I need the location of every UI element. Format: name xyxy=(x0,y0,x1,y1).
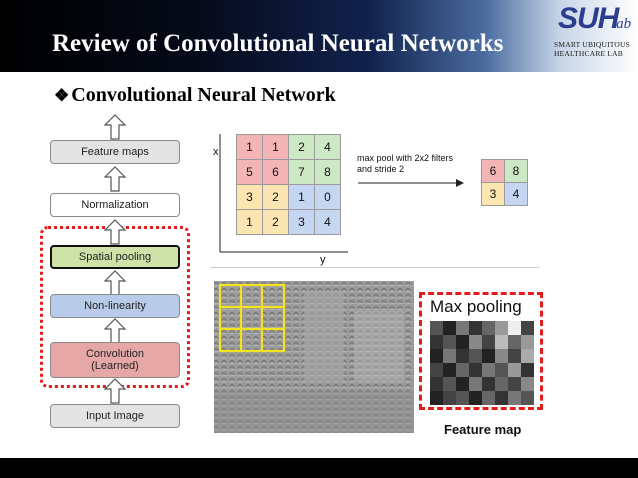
diamond-bullet-icon: ❖ xyxy=(54,86,70,105)
stage-label: Convolution (Learned) xyxy=(85,348,145,372)
matrix-cell: 3 xyxy=(288,209,315,235)
stage-label: Non-linearity xyxy=(84,300,146,312)
matrix-cell: 4 xyxy=(504,182,528,206)
matrix-cell: 8 xyxy=(504,159,528,183)
footer-bar xyxy=(0,458,638,478)
x-axis-label: x xyxy=(213,146,219,158)
axes-lines xyxy=(219,134,348,253)
matrix-cell: 1 xyxy=(288,184,315,210)
logo-line-1: SMART UBIQUITOUS xyxy=(554,40,631,49)
y-axis-label: y xyxy=(320,254,326,266)
stage-label: Normalization xyxy=(81,199,149,211)
up-arrow-icon xyxy=(103,378,127,404)
section-heading: ❖Convolutional Neural Network xyxy=(54,84,336,107)
matrix-cell: 7 xyxy=(288,159,315,185)
stage-input-image: Input Image xyxy=(50,404,180,428)
matrix-cell: 2 xyxy=(262,184,289,210)
matrix-cell: 3 xyxy=(481,182,505,206)
input-feature-image xyxy=(214,281,414,433)
stage-normalization: Normalization xyxy=(50,193,180,217)
section-heading-text: Convolutional Neural Network xyxy=(71,84,336,106)
up-arrow-icon xyxy=(103,166,127,192)
feature-map-caption: Feature map xyxy=(444,422,522,437)
matrix-cell: 0 xyxy=(314,184,341,210)
right-arrow-icon xyxy=(358,179,464,187)
stage-label: Input Image xyxy=(85,410,145,422)
stage-convolution: Convolution (Learned) xyxy=(50,342,180,378)
max-pooling-panel: Max pooling xyxy=(419,292,543,410)
lab-logo: SUH lab SMART UBIQUITOUS HEALTHCARE LAB xyxy=(552,2,636,66)
matrix-cell: 1 xyxy=(236,134,263,160)
stage-spatial-pooling: Spatial pooling xyxy=(50,245,180,269)
up-arrow-icon xyxy=(103,219,127,245)
pool-description-line-1: max pool with 2x2 filters xyxy=(357,153,454,163)
matrix-cell: 6 xyxy=(262,159,289,185)
matrix-cell: 5 xyxy=(236,159,263,185)
up-arrow-icon xyxy=(103,318,127,344)
stage-non-linearity: Non-linearity xyxy=(50,294,180,318)
logo-line-2: HEALTHCARE LAB xyxy=(554,49,623,58)
matrix-cell: 4 xyxy=(314,209,341,235)
matrix-cell: 8 xyxy=(314,159,341,185)
stage-label: Feature maps xyxy=(81,146,149,158)
matrix-cell: 1 xyxy=(236,209,263,235)
title-bar: Review of Convolutional Neural Networks … xyxy=(0,0,638,72)
slide-title: Review of Convolutional Neural Networks xyxy=(52,30,504,57)
cnn-pipeline-diagram: Feature maps Normalization Spatial pooli… xyxy=(40,110,190,435)
matrix-cell: 1 xyxy=(262,134,289,160)
divider xyxy=(210,267,540,268)
up-arrow-icon xyxy=(103,270,127,296)
matrix-cell: 2 xyxy=(262,209,289,235)
stage-feature-maps: Feature maps xyxy=(50,140,180,164)
matrix-cell: 3 xyxy=(236,184,263,210)
up-arrow-icon xyxy=(103,114,127,140)
matrix-cell: 2 xyxy=(288,134,315,160)
logo-mark: SUH xyxy=(558,2,619,35)
matrix-cell: 6 xyxy=(481,159,505,183)
logo-lab-text: lab xyxy=(612,16,632,32)
matrix-cell: 4 xyxy=(314,134,341,160)
logo-subtitle: SMART UBIQUITOUS HEALTHCARE LAB xyxy=(554,40,638,58)
pool-description-line-2: and stride 2 xyxy=(357,164,405,174)
pooled-feature-image xyxy=(430,321,534,405)
max-pooling-title: Max pooling xyxy=(430,297,522,316)
pool-description: max pool with 2x2 filters and stride 2 xyxy=(357,153,453,175)
stage-label: Spatial pooling xyxy=(78,251,152,263)
